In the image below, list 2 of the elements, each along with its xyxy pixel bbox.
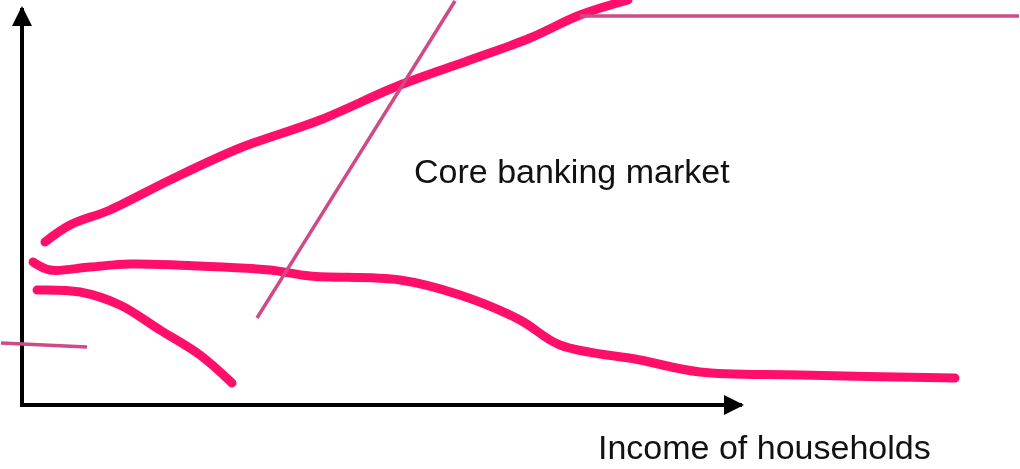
region-label: Core banking market <box>414 152 730 192</box>
axis-label: Income of households <box>598 428 931 468</box>
